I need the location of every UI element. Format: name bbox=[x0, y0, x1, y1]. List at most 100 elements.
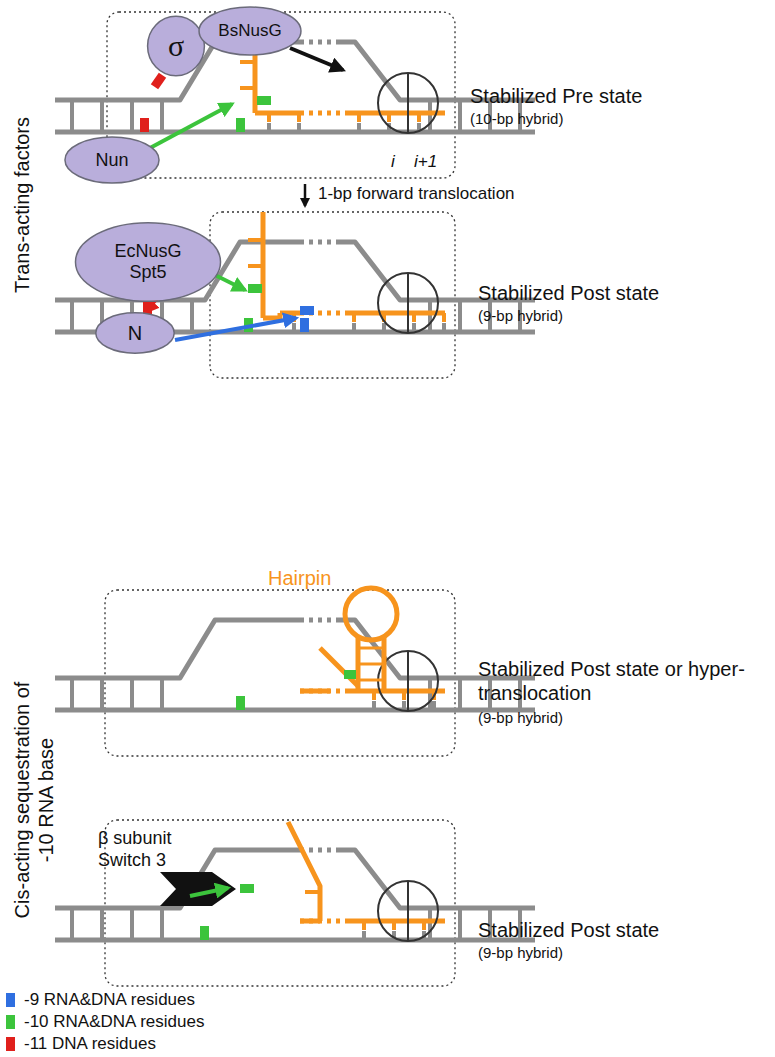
factor-ellipse: Nun bbox=[64, 136, 160, 184]
rna-base bbox=[387, 113, 391, 122]
factor-ellipse: N bbox=[95, 312, 175, 354]
factor-name: BsNusG bbox=[218, 21, 281, 41]
residue-mark bbox=[300, 306, 314, 315]
active-site bbox=[378, 273, 438, 333]
base-pair bbox=[428, 678, 432, 710]
base-pair bbox=[100, 908, 104, 940]
rna-base bbox=[248, 264, 263, 268]
factor-ellipse: EcNusG Spt5 bbox=[74, 221, 222, 303]
legend-item: -11 DNA residues bbox=[6, 1034, 156, 1054]
rna-strand bbox=[280, 311, 300, 316]
residue-mark bbox=[257, 96, 271, 105]
rna-strand bbox=[300, 111, 345, 116]
active-site bbox=[378, 73, 438, 133]
base-pair bbox=[458, 100, 462, 132]
base-pair bbox=[70, 908, 74, 940]
residue-mark bbox=[151, 73, 166, 90]
annotation: (9-bp hybrid) bbox=[478, 709, 563, 727]
rna-strand bbox=[300, 689, 330, 694]
template-base bbox=[362, 931, 366, 940]
factor-arrow bbox=[175, 318, 296, 340]
residue-mark bbox=[300, 318, 309, 332]
legend-text: -9 RNA&DNA residues bbox=[24, 990, 195, 1010]
active-site-divider bbox=[407, 73, 409, 133]
active-site-divider bbox=[407, 881, 409, 941]
legend-swatch bbox=[6, 1037, 15, 1051]
residue-mark bbox=[236, 696, 245, 710]
nontemplate-strand bbox=[300, 618, 340, 623]
template-base bbox=[372, 701, 376, 710]
factor-arrow bbox=[190, 888, 228, 896]
base-pair bbox=[160, 100, 164, 132]
base-pair bbox=[458, 678, 462, 710]
legend-item: -10 RNA&DNA residues bbox=[6, 1012, 204, 1032]
base-pair bbox=[190, 300, 194, 332]
rna-strand bbox=[300, 689, 345, 694]
base-pair bbox=[428, 100, 432, 132]
rna-base bbox=[402, 691, 406, 700]
factor-name: σ bbox=[168, 29, 184, 64]
base-pair bbox=[458, 300, 462, 332]
nontemplate-strand bbox=[300, 848, 340, 853]
rna-base bbox=[392, 921, 396, 930]
annotation: i+1 bbox=[414, 152, 437, 172]
base-pair bbox=[100, 100, 104, 132]
template-base bbox=[442, 323, 446, 332]
annotation: i bbox=[391, 152, 395, 172]
template-base bbox=[402, 701, 406, 710]
rna-base bbox=[267, 113, 271, 122]
base-pair bbox=[130, 100, 134, 132]
template-base bbox=[292, 323, 296, 332]
active-site-divider bbox=[407, 651, 409, 711]
nontemplate-strand bbox=[340, 850, 535, 908]
elongation-complex bbox=[55, 820, 535, 986]
active-site bbox=[378, 651, 438, 711]
base-pair bbox=[428, 908, 432, 940]
rnap-outline bbox=[107, 12, 455, 178]
legend-swatch bbox=[6, 1015, 15, 1029]
hairpin-base bbox=[358, 647, 384, 650]
rna-base bbox=[442, 313, 446, 322]
base-pair bbox=[100, 678, 104, 710]
base-pair bbox=[428, 300, 432, 332]
rnap-outline bbox=[210, 212, 455, 378]
legend-text: -11 DNA residues bbox=[24, 1034, 156, 1054]
rna-base bbox=[240, 60, 255, 64]
template-base bbox=[432, 701, 436, 710]
rna-exit bbox=[263, 313, 280, 318]
section-label: Trans-acting factors bbox=[10, 85, 34, 325]
base-pair bbox=[160, 908, 164, 940]
rna-base bbox=[352, 313, 356, 322]
annotation: Stabilized Post state bbox=[478, 918, 659, 942]
base-pair bbox=[70, 100, 74, 132]
switch3-element bbox=[160, 872, 236, 906]
factor-name: Nun bbox=[95, 150, 128, 171]
template-base bbox=[412, 323, 416, 332]
legend-item: -9 RNA&DNA residues bbox=[6, 990, 195, 1010]
rna-base bbox=[248, 238, 263, 242]
elongation-complex bbox=[55, 212, 535, 378]
rna-base bbox=[422, 921, 426, 930]
rna-base bbox=[412, 313, 416, 322]
residue-mark bbox=[140, 118, 149, 132]
template-strand bbox=[55, 938, 535, 943]
base-pair bbox=[130, 678, 134, 710]
annotation: Stabilized Post state or hyper-transloca… bbox=[478, 657, 763, 705]
nontemplate-strand bbox=[300, 40, 340, 45]
residue-mark bbox=[240, 884, 254, 893]
factor-arrow bbox=[150, 104, 232, 148]
factor-ellipse: BsNusG bbox=[198, 6, 302, 56]
template-base bbox=[267, 123, 271, 132]
base-pair bbox=[70, 678, 74, 710]
nontemplate-strand bbox=[55, 620, 300, 678]
annotation: Stabilized Pre state bbox=[470, 84, 642, 108]
annotation: β subunit Switch 3 bbox=[98, 828, 194, 871]
base-pair bbox=[130, 908, 134, 940]
residue-mark bbox=[344, 670, 356, 679]
rna-base bbox=[297, 113, 301, 122]
legend-text: -10 RNA&DNA residues bbox=[24, 1012, 204, 1032]
residue-mark bbox=[200, 926, 209, 940]
factor-name: EcNusG Spt5 bbox=[108, 241, 188, 282]
rnap-outline bbox=[105, 590, 455, 756]
